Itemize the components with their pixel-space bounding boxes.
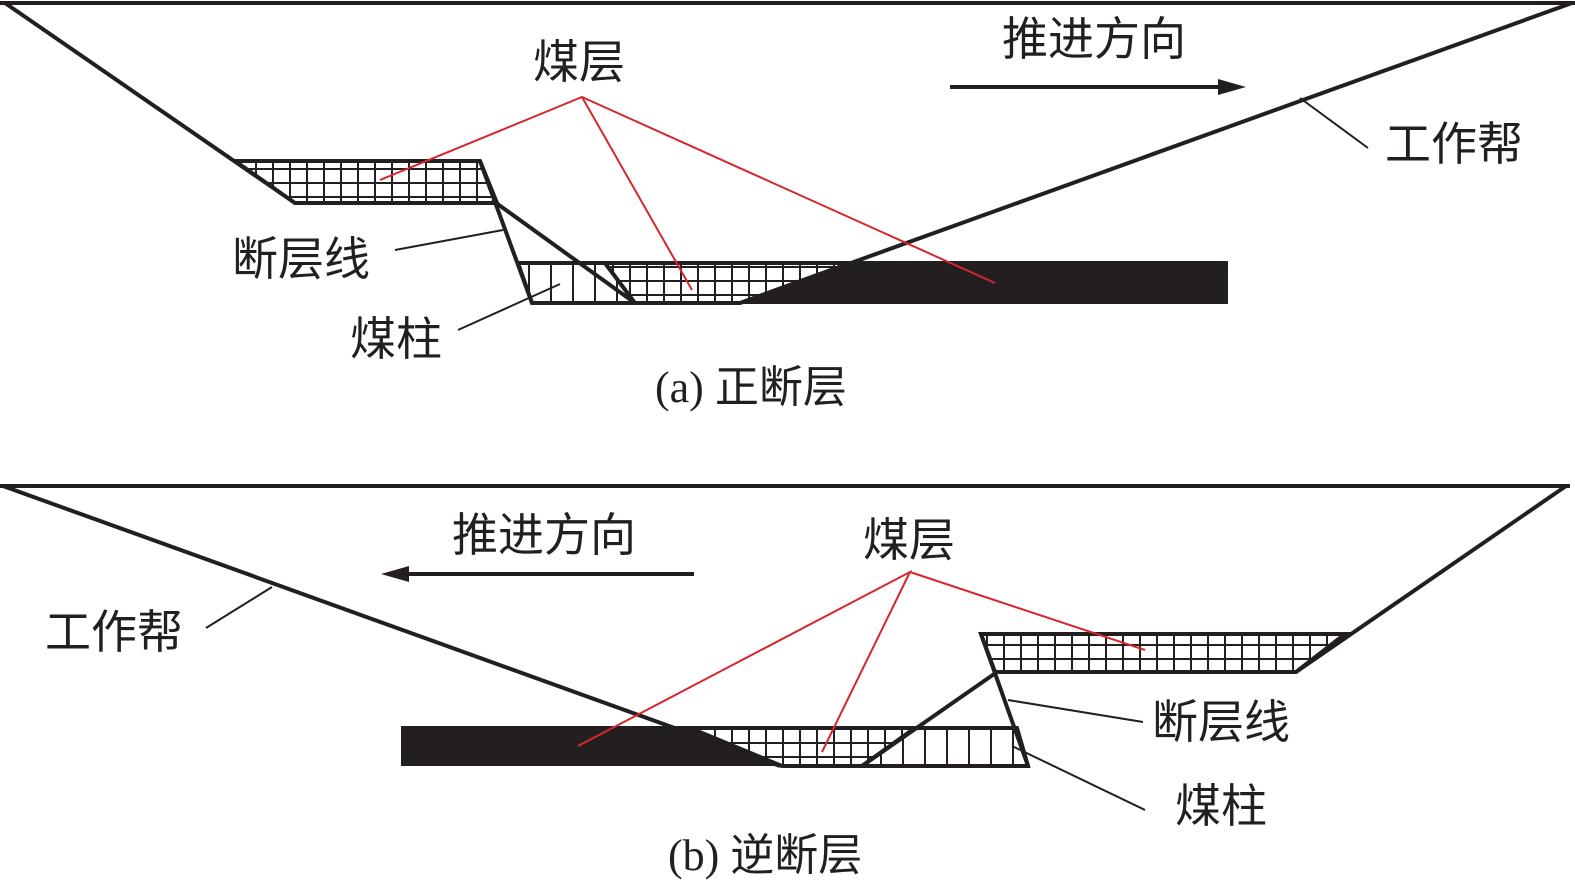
panel-a: 煤层 推进方向 工作帮 断层线 煤柱 (a) 正断层 <box>0 1 1575 412</box>
coal-seam-leader <box>577 569 1146 753</box>
coal-pillar-leader <box>457 283 561 331</box>
coal-seam-label: 煤层 <box>533 35 625 89</box>
panel-a-caption: (a) 正断层 <box>655 363 847 412</box>
lower-coal-seam-solid <box>736 261 1228 304</box>
pillar-boundary-line <box>490 198 637 305</box>
fault-line <box>979 633 1030 767</box>
advance-direction-label: 推进方向 <box>452 508 636 562</box>
fault-line <box>478 160 534 304</box>
working-face-label: 工作帮 <box>1385 117 1523 171</box>
working-face-leader <box>1299 97 1369 149</box>
lower-coal-seam-solid <box>401 726 782 766</box>
upper-coal-seam <box>228 159 500 205</box>
fault-line-leader <box>394 229 504 251</box>
fault-line-leader <box>1007 699 1144 723</box>
advance-direction-label: 推进方向 <box>1002 12 1186 66</box>
fault-line-label: 断层线 <box>232 232 370 286</box>
working-face-leader <box>205 586 273 629</box>
advance-arrow-head-icon <box>381 566 409 582</box>
right-slope-line <box>1294 484 1568 674</box>
coal-seam-leader <box>379 95 996 291</box>
coal-pillar-label: 煤柱 <box>1175 779 1267 833</box>
advance-arrow-head-icon <box>1218 79 1246 95</box>
coal-seam-label: 煤层 <box>863 513 955 567</box>
coal-pillar-label: 煤柱 <box>350 312 442 366</box>
panel-b: 推进方向 煤层 工作帮 断层线 煤柱 (b) 逆断层 <box>0 484 1570 880</box>
working-face-slope-line <box>2 484 781 768</box>
panel-b-caption: (b) 逆断层 <box>668 831 862 880</box>
working-face-slope-line <box>739 1 1573 305</box>
upper-coal-seam <box>978 632 1351 674</box>
coal-pillar-leader <box>1011 745 1146 811</box>
fault-line-label: 断层线 <box>1152 695 1290 749</box>
pillar-boundary-line <box>860 670 999 768</box>
working-face-label: 工作帮 <box>45 605 183 659</box>
